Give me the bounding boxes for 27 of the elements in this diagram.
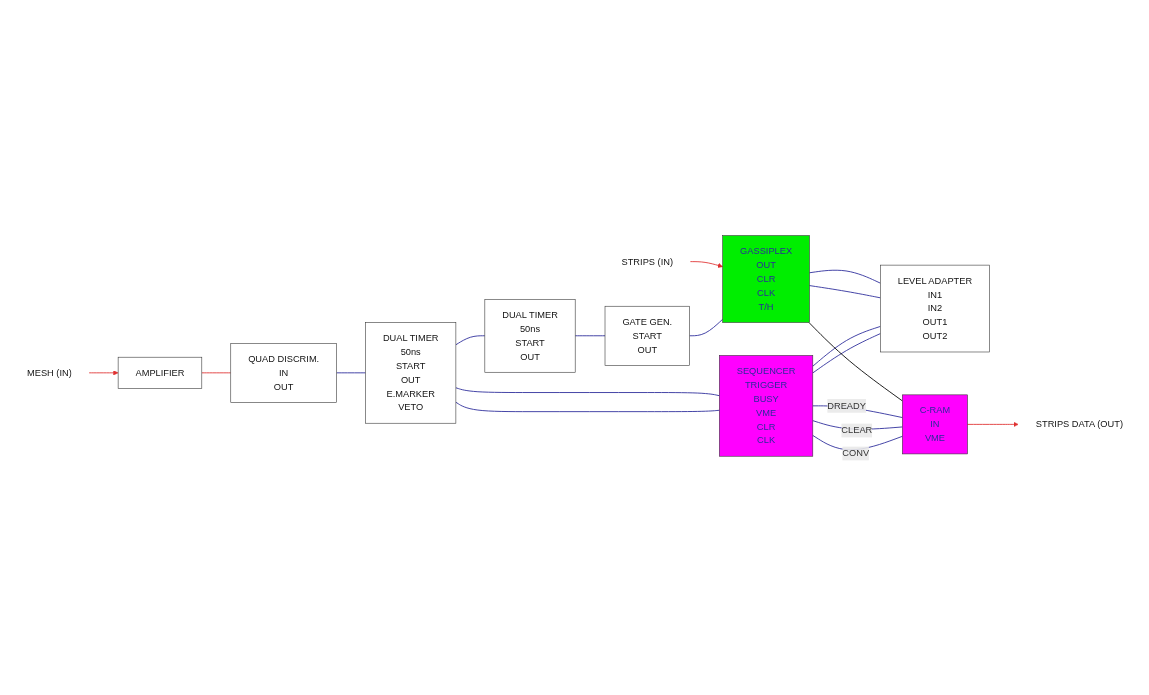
connector [454, 401, 720, 412]
connector [454, 334, 485, 345]
connector [688, 318, 723, 336]
node-box: C-RAM IN VME [901, 394, 968, 454]
connector [335, 371, 366, 373]
node-box: GASSIPLEX OUT CLR CLK T/H [721, 234, 810, 323]
node-box: GATE GEN. START OUT [604, 305, 690, 366]
node-box: SEQUENCER TRIGGER BUSY VME CLR CLK [718, 354, 813, 457]
edge-label: CONV [841, 447, 869, 458]
connector [454, 386, 720, 396]
node-box: QUAD DISCRIM. IN OUT [229, 342, 337, 403]
node-box: DUAL TIMER 50ns START OUT E.MARKER VETO [364, 321, 456, 424]
node-box: AMPLIFIER [117, 356, 202, 389]
connector [808, 269, 881, 284]
node-text: STRIPS (IN) [621, 255, 673, 266]
connector [811, 332, 881, 373]
connector [574, 334, 605, 336]
edge-label: DREADY [826, 400, 866, 410]
node-text: STRIPS DATA (OUT) [1035, 418, 1123, 429]
connector [811, 325, 881, 367]
edge-label: CLEAR [840, 424, 872, 435]
node-box: LEVEL ADAPTER IN1 IN2 OUT1 OUT2 [879, 264, 990, 352]
node-box: DUAL TIMER 50ns START OUT [484, 298, 575, 373]
node-text: MESH (IN) [26, 367, 72, 377]
connector [200, 371, 231, 373]
connector [807, 321, 903, 401]
connector [808, 284, 881, 298]
